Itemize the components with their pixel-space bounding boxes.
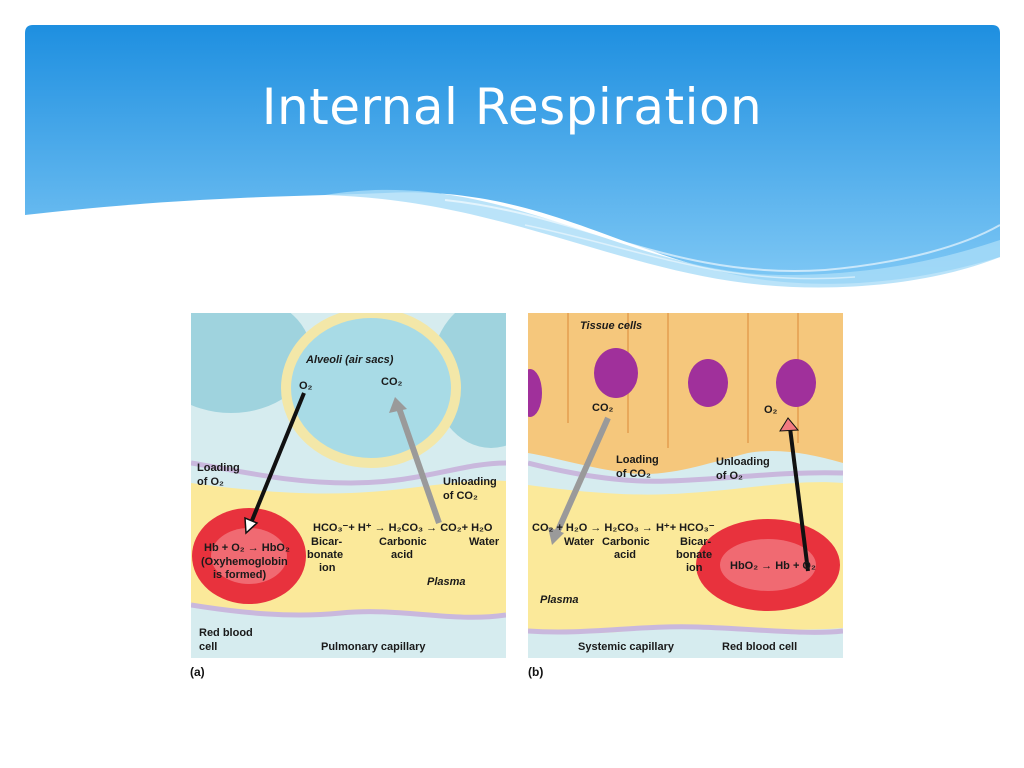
nucleus-icon-3	[776, 359, 816, 407]
loading-label: Loading	[197, 462, 240, 474]
plasma-label: Plasma	[427, 576, 466, 588]
bicarbonate-label-3: ion	[686, 562, 703, 574]
unloading-label-2: of O₂	[716, 470, 743, 482]
rbc-label-2: cell	[199, 641, 217, 653]
bicarbonate-label-2: bonate	[676, 549, 712, 561]
water-label: Water	[469, 536, 500, 548]
alveoli-label: Alveoli (air sacs)	[305, 354, 394, 366]
loading-label: Loading	[616, 454, 659, 466]
loading-label-2: of CO₂	[616, 468, 651, 480]
bicarbonate-label: Bicar-	[680, 536, 712, 548]
bicarbonate-label-3: ion	[319, 562, 336, 574]
o2-arrow-icon	[788, 427, 810, 572]
carbonic-acid-label-2: acid	[391, 549, 413, 561]
rbc-label: Red blood cell	[722, 641, 797, 653]
bicarbonate-label: Bicar-	[311, 536, 343, 548]
carbonic-acid-label: Carbonic	[602, 536, 650, 548]
plasma-label: Plasma	[540, 594, 579, 606]
o2-arrow-icon	[249, 392, 306, 524]
rbc-note-2: is formed)	[213, 569, 267, 581]
pulmonary-diagram: Alveoli (air sacs) O₂ CO₂ Loading of O₂ …	[191, 313, 506, 658]
plasma-equation: CO₂ + H₂O → H₂CO₃ → H⁺+ HCO₃⁻	[532, 522, 715, 534]
rbc-label: Red blood	[199, 627, 253, 639]
panel-b-label: (b)	[528, 665, 544, 679]
slide-title: Internal Respiration	[261, 78, 763, 136]
nucleus-icon	[594, 348, 638, 398]
capillary-label: Pulmonary capillary	[321, 641, 426, 653]
nucleus-icon-2	[688, 359, 728, 407]
panel-a-label: (a)	[190, 665, 205, 679]
rbc-equation: HbO₂ → Hb + O₂	[730, 560, 816, 572]
rbc-note: (Oxyhemoglobin	[201, 556, 288, 568]
co2-label: CO₂	[381, 376, 403, 388]
carbonic-acid-label-2: acid	[614, 549, 636, 561]
carbonic-acid-label: Carbonic	[379, 536, 427, 548]
title-banner	[25, 25, 1000, 288]
loading-label-2: of O₂	[197, 476, 224, 488]
unloading-label: Unloading	[716, 456, 770, 468]
co2-arrow-icon	[553, 416, 611, 537]
alveolus-icon	[281, 313, 461, 468]
systemic-diagram: Tissue cells CO₂ O₂ Loading of CO₂ Unloa…	[528, 313, 843, 658]
plasma-equation: HCO₃⁻+ H⁺ → H₂CO₃ → CO₂+ H₂O	[313, 522, 493, 534]
co2-arrow-icon	[396, 407, 442, 524]
o2-label: O₂	[764, 404, 778, 416]
tissue-label: Tissue cells	[580, 320, 642, 332]
o2-label: O₂	[299, 380, 313, 392]
unloading-label: Unloading	[443, 476, 497, 488]
rbc-equation: Hb + O₂ → HbO₂	[204, 542, 290, 554]
unloading-label-2: of CO₂	[443, 490, 478, 502]
capillary-label: Systemic capillary	[578, 641, 675, 653]
co2-label: CO₂	[592, 402, 614, 414]
water-label: Water	[564, 536, 595, 548]
bicarbonate-label-2: bonate	[307, 549, 343, 561]
